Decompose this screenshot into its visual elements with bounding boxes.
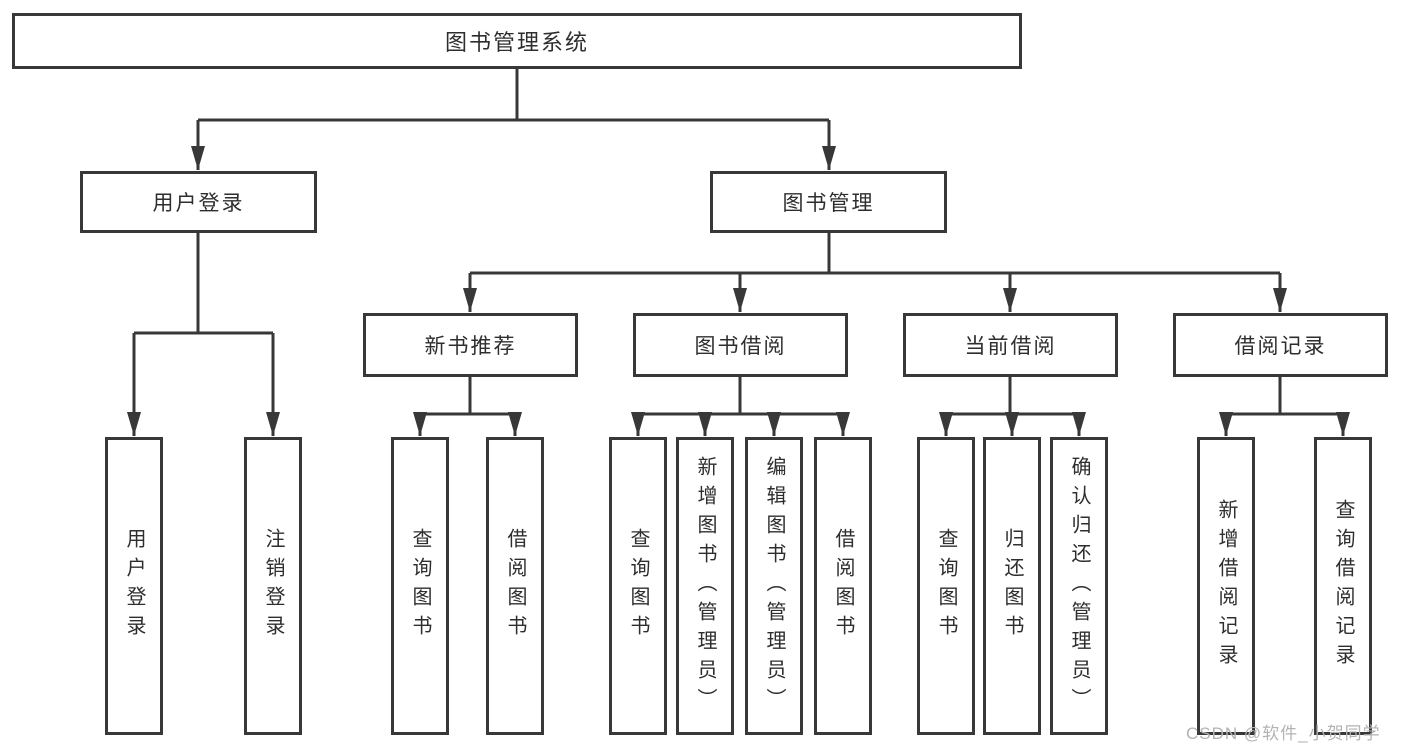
leaf-edit-book-admin: 编辑图书（管理员） (745, 437, 803, 735)
node-book-management: 图书管理 (710, 171, 947, 233)
leaf-user-login: 用户登录 (105, 437, 163, 735)
leaf-query-books-2: 查询图书 (609, 437, 667, 735)
leaf-add-borrow-record: 新增借阅记录 (1197, 437, 1255, 735)
leaf-borrow-books-2: 借阅图书 (814, 437, 872, 735)
leaf-add-book-admin: 新增图书（管理员） (676, 437, 734, 735)
leaf-confirm-return-admin: 确认归还（管理员） (1050, 437, 1108, 735)
node-borrowing-records: 借阅记录 (1173, 313, 1388, 377)
leaf-return-book: 归还图书 (983, 437, 1041, 735)
node-user-login: 用户登录 (80, 171, 317, 233)
node-book-borrowing: 图书借阅 (633, 313, 848, 377)
leaf-query-books-1: 查询图书 (391, 437, 449, 735)
leaf-query-books-3: 查询图书 (917, 437, 975, 735)
leaf-query-borrow-record: 查询借阅记录 (1314, 437, 1372, 735)
node-library-management-system: 图书管理系统 (12, 13, 1022, 69)
leaf-logout: 注销登录 (244, 437, 302, 735)
node-new-book-recommendation: 新书推荐 (363, 313, 578, 377)
csdn-watermark: CSDN @软件_小贺同学 (1186, 724, 1381, 743)
node-current-borrowing: 当前借阅 (903, 313, 1118, 377)
leaf-borrow-books-1: 借阅图书 (486, 437, 544, 735)
